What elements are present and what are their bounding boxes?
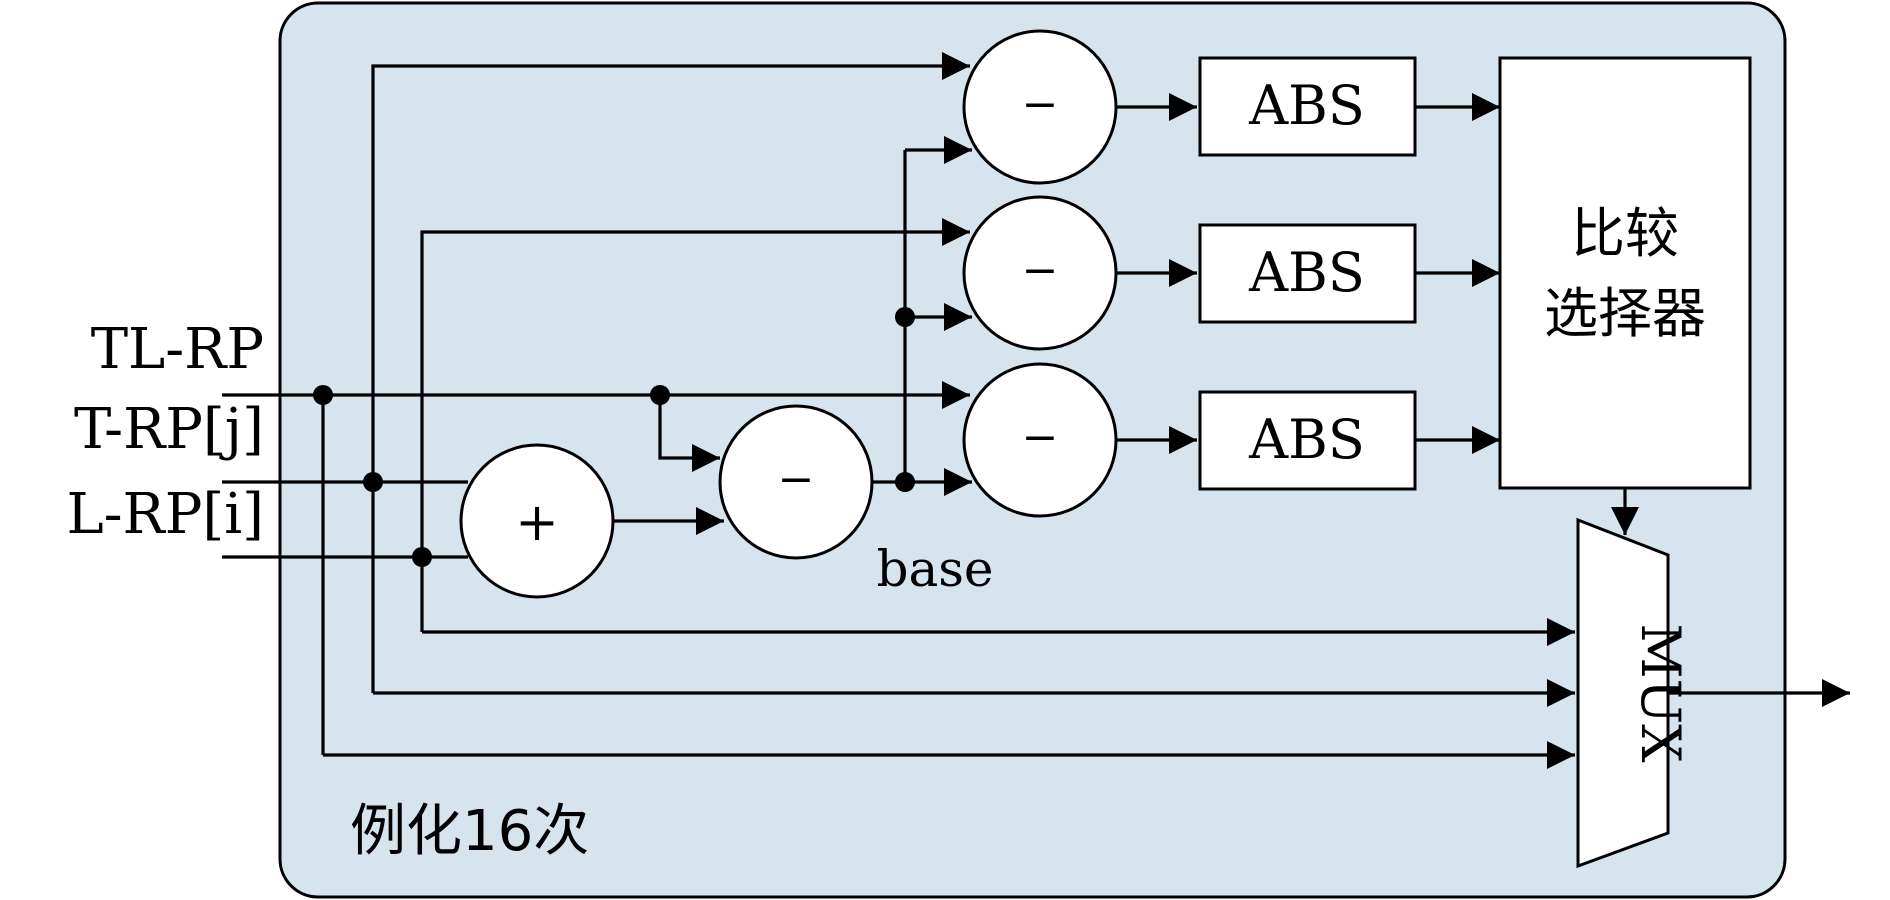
subtractor-circle-1 <box>962 29 1118 185</box>
abs-label-1: ABS <box>1248 74 1365 137</box>
mux-shape <box>1576 517 1670 869</box>
junction-l <box>412 547 432 567</box>
subtractor-symbol-1: − <box>1022 79 1059 130</box>
adder-circle <box>459 443 615 599</box>
input-label-t-rp: T-RP[j] <box>74 397 264 462</box>
comparator-label-line2: 选择器 <box>1544 282 1706 345</box>
wire-tl-to-sub-base <box>658 395 720 472</box>
input-label-l-rp: L-RP[i] <box>66 482 264 547</box>
mux: MUX <box>1576 517 1692 869</box>
wire-t-to-sub-top <box>371 52 970 482</box>
wires <box>222 52 1850 769</box>
comparator-label-line1: 比较 <box>1571 202 1679 265</box>
abs-box-3: ABS <box>1198 390 1417 491</box>
junction-t <box>363 472 383 492</box>
abs-label-3: ABS <box>1248 408 1365 471</box>
subtractor-node-3: − <box>962 362 1118 518</box>
comparator-rect <box>1498 56 1752 490</box>
junctions <box>313 307 915 567</box>
comparator-selector: 比较 选择器 <box>1498 56 1752 490</box>
base-subtractor-node: − <box>718 404 874 560</box>
junction-tl-split <box>650 385 670 405</box>
input-label-tl-rp: TL-RP <box>91 317 264 382</box>
mux-label: MUX <box>1629 623 1692 763</box>
subtractor-symbol-3: − <box>1022 412 1059 463</box>
subtractor-node-1: − <box>962 29 1118 185</box>
instance-label: 例化16次 <box>350 799 589 864</box>
junction-base-out <box>895 472 915 492</box>
abs-rect-1 <box>1198 56 1417 157</box>
abs-box-2: ABS <box>1198 223 1417 324</box>
abs-label-2: ABS <box>1248 241 1365 304</box>
base-subtractor-circle <box>718 404 874 560</box>
junction-base-mid <box>895 307 915 327</box>
subtractor-node-2: − <box>962 195 1118 351</box>
adder-symbol: + <box>515 493 559 553</box>
abs-box-1: ABS <box>1198 56 1417 157</box>
subtractor-circle-3 <box>962 362 1118 518</box>
subtractor-symbol-2: − <box>1022 245 1059 296</box>
base-label: base <box>876 540 993 598</box>
abs-rect-3 <box>1198 390 1417 491</box>
abs-rect-2 <box>1198 223 1417 324</box>
wire-l-to-sub-mid <box>420 218 970 557</box>
adder-node: + <box>459 443 615 599</box>
junction-tl <box>313 385 333 405</box>
subtractor-circle-2 <box>962 195 1118 351</box>
base-subtractor-symbol: − <box>778 454 815 505</box>
